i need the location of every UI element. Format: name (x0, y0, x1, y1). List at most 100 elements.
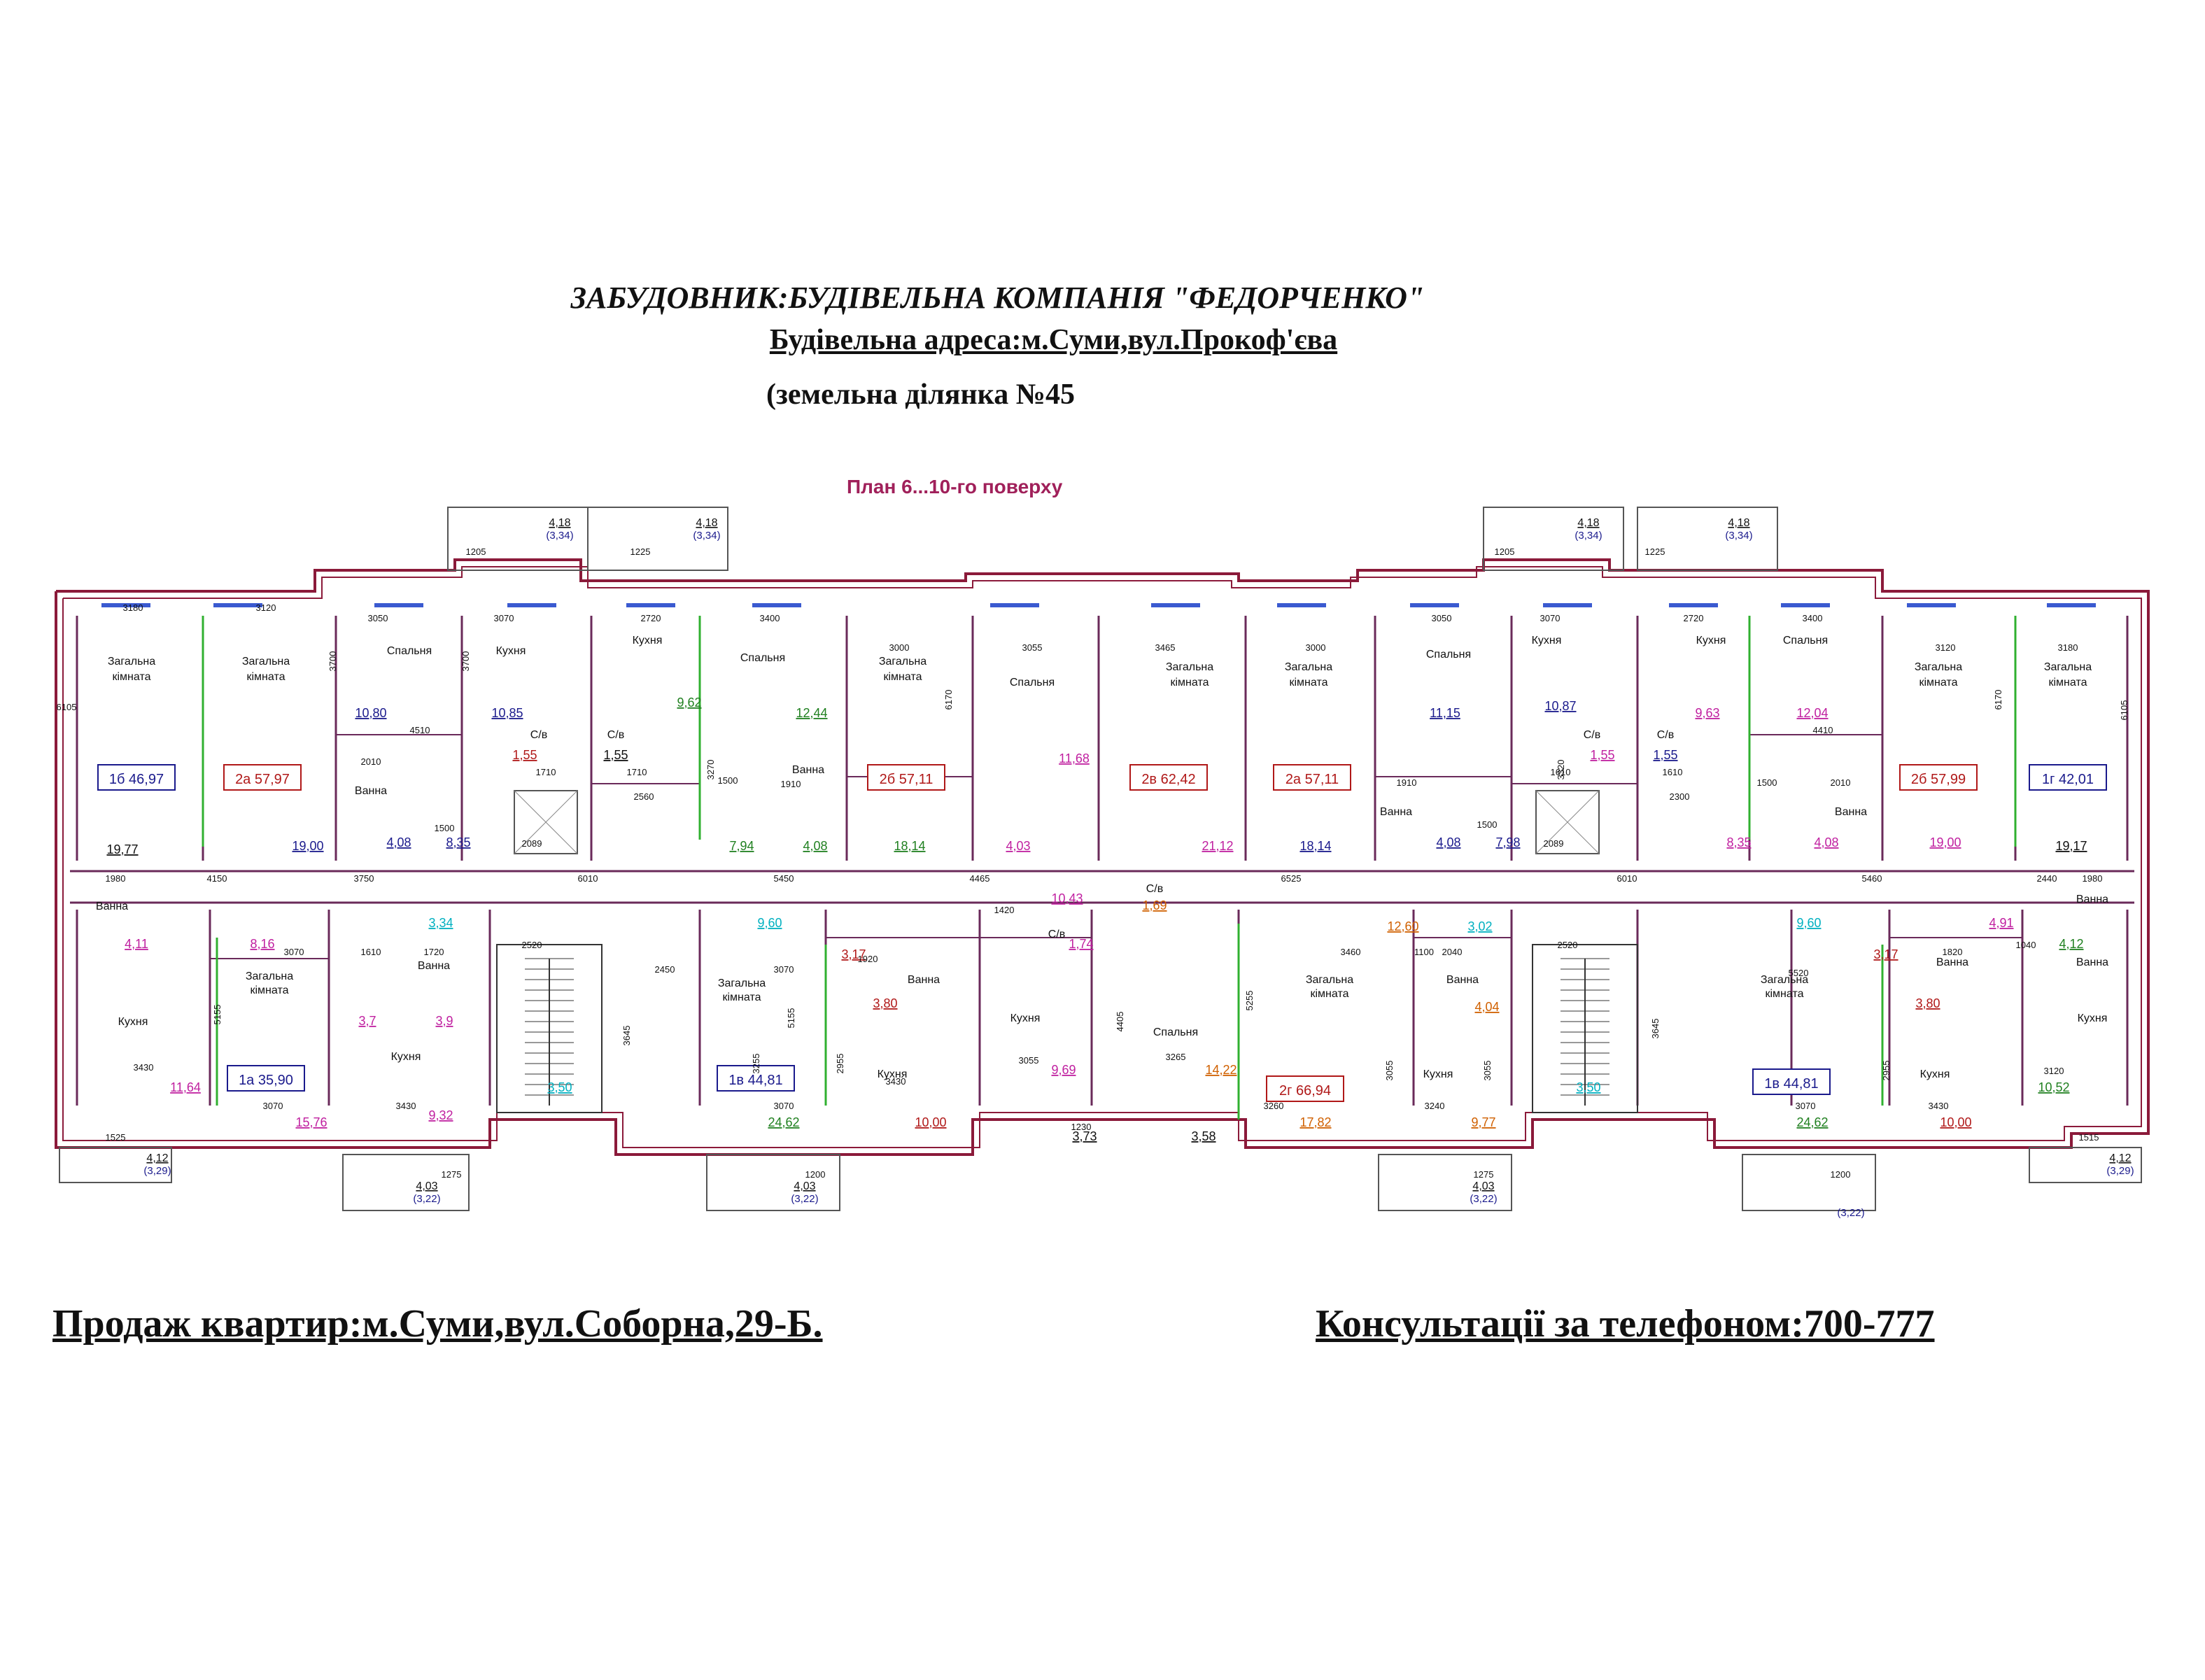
dimension: 2440 (2037, 873, 2057, 884)
room-label: Загальна (718, 977, 766, 989)
dimension: 2010 (1831, 777, 1851, 788)
room-label: кімната (113, 671, 151, 683)
dimension: 3070 (284, 947, 304, 957)
dimension: 6010 (578, 873, 598, 884)
room-area: 3,80 (1915, 996, 1940, 1010)
dimension: 3120 (256, 602, 276, 613)
dimension: 3070 (774, 1101, 794, 1111)
room-label: кімната (1290, 677, 1328, 689)
room-label: С/в (607, 729, 625, 741)
room-label: Кухня (633, 635, 663, 647)
apartment-label: 2а 57,11 (1285, 772, 1339, 787)
room-label: Загальна (1285, 661, 1332, 673)
dimension: 1710 (627, 767, 647, 777)
dimension: 3465 (1155, 642, 1176, 653)
window (990, 603, 1039, 607)
room-area: 24,62 (768, 1115, 799, 1129)
room-label: Кухня (1696, 635, 1726, 647)
balcony-outline (59, 1147, 172, 1183)
room-label: Кухня (2078, 1012, 2108, 1024)
balcony-sub-area: (3,29) (2106, 1165, 2134, 1177)
apartment-label: 2а 57,97 (235, 772, 290, 787)
room-area: 11,68 (1059, 751, 1090, 765)
dimension: 3700 (327, 651, 338, 672)
dimension: 1225 (630, 546, 651, 557)
elevator-shaft (1535, 790, 1600, 854)
room-area: 18,14 (894, 839, 925, 853)
dimension: 2955 (1881, 1061, 1891, 1081)
dimension: 1500 (1477, 819, 1498, 830)
room-area: 19,00 (292, 839, 323, 853)
land-plot: (земельна ділянка №45 (766, 379, 1075, 411)
elevator-cross (514, 790, 578, 854)
balcony-area: 4,18 (1577, 517, 1599, 529)
room-label: Кухня (391, 1051, 421, 1063)
dimension: 1610 (361, 947, 381, 957)
apartment-box (1273, 764, 1351, 791)
dimension: 2089 (522, 838, 542, 849)
dimension: 6105 (57, 702, 77, 712)
stairs (496, 944, 1638, 1113)
dimension: 1820 (1943, 947, 1963, 957)
apartment-label: 1а 35,90 (239, 1073, 293, 1088)
room-area: 4,04 (1474, 1000, 1499, 1014)
balcony-sub-area: (3,22) (791, 1193, 818, 1205)
dimension: 3050 (1432, 613, 1452, 623)
apartment-box (1266, 1075, 1344, 1102)
apartment-label: 2б 57,99 (1911, 772, 1966, 787)
dimension: 5255 (1244, 991, 1255, 1011)
apartment-box (223, 764, 302, 791)
window (1277, 603, 1326, 607)
room-area: 7,94 (729, 839, 754, 853)
room-area: 3,58 (1191, 1129, 1216, 1143)
room-area: 8,35 (446, 835, 470, 849)
balcony-sub-area: (3,34) (693, 530, 720, 542)
room-label: Загальна (1761, 974, 1808, 986)
balcony-outline (1637, 507, 1778, 571)
room-label: Кухня (496, 645, 526, 657)
room-label: Кухня (878, 1068, 908, 1080)
dimension: 2520 (522, 940, 542, 950)
room-area: 1,55 (1653, 748, 1677, 762)
phone-consultation: Консультації за телефоном:700-777 (1316, 1302, 1935, 1346)
dimension: 1205 (466, 546, 486, 557)
room-area: 9,77 (1471, 1115, 1495, 1129)
dimension: 1910 (1397, 777, 1417, 788)
room-label: кімната (1766, 988, 1804, 1000)
balcony-area: 4,03 (1472, 1180, 1494, 1192)
balcony-sub-area: (3,34) (1575, 530, 1602, 542)
room-label: Загальна (1166, 661, 1213, 673)
balcony-area: 4,18 (549, 517, 570, 529)
dimension: 1040 (2016, 940, 2036, 950)
window (101, 603, 150, 607)
dimension: 4150 (207, 873, 227, 884)
dimension: 3750 (354, 873, 374, 884)
dimension: 1420 (994, 905, 1015, 915)
dimension: 1920 (858, 954, 878, 964)
room-label: Спальня (1010, 677, 1055, 689)
room-area: 4,91 (1989, 916, 2013, 930)
room-label: кімната (1919, 677, 1958, 689)
balcony-outline (587, 507, 728, 571)
dimension: 2520 (1558, 940, 1578, 950)
dimension: 4410 (1813, 725, 1833, 735)
dimension: 3400 (1803, 613, 1823, 623)
dimension: 3240 (1425, 1101, 1445, 1111)
room-area: 12,04 (1796, 706, 1828, 720)
room-label: кімната (2049, 677, 2087, 689)
room-area: 3,34 (428, 916, 453, 930)
room-label: Ванна (908, 974, 940, 986)
room-area: 3,80 (873, 996, 897, 1010)
room-label: С/в (1146, 883, 1164, 895)
dimension: 3120 (2044, 1066, 2064, 1076)
dimension: 1275 (1474, 1169, 1494, 1180)
dimension: 1980 (106, 873, 126, 884)
balcony-area: 4,03 (794, 1180, 815, 1192)
dimension: 1500 (718, 775, 738, 786)
room-label: Ванна (1380, 806, 1412, 818)
room-area: 9,60 (1796, 916, 1821, 930)
room-label: Загальна (246, 970, 293, 982)
room-area: 3,17 (1873, 947, 1898, 961)
balcony-outline (342, 1154, 470, 1211)
